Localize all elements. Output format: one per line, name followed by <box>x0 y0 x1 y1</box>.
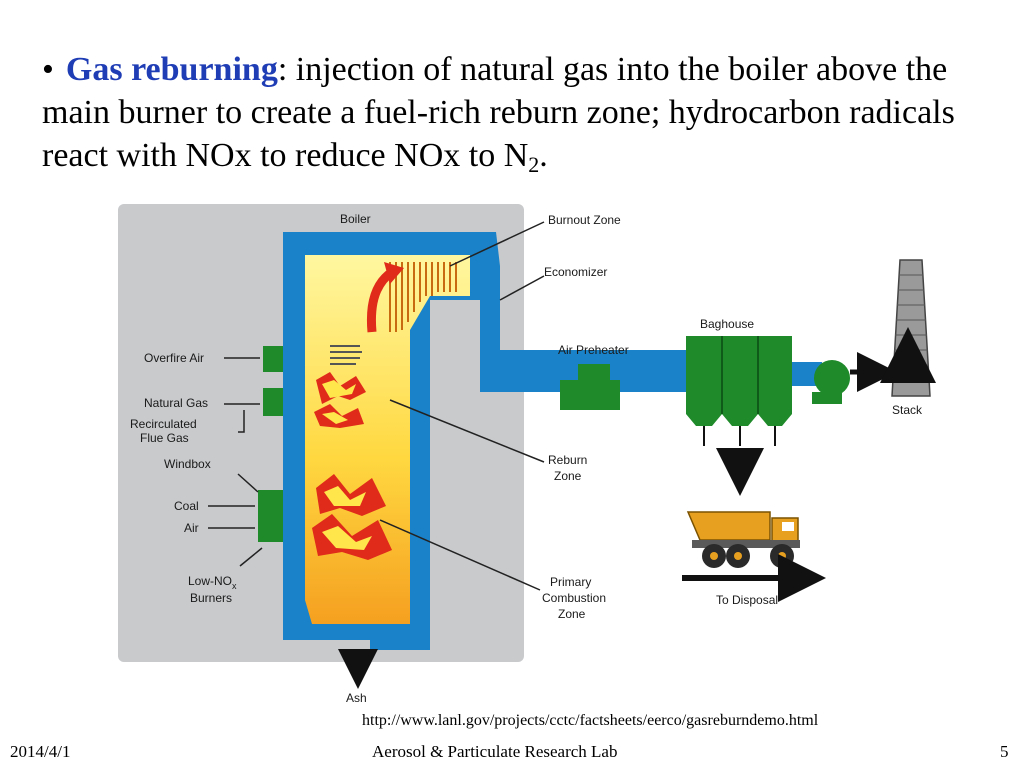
footer-date: 2014/4/1 <box>10 742 71 761</box>
label-economizer: Economizer <box>544 265 607 279</box>
windbox <box>258 490 283 542</box>
footer-page-number: 5 <box>1000 742 1009 761</box>
label-natural-gas: Natural Gas <box>144 396 208 410</box>
label-baghouse: Baghouse <box>700 317 754 331</box>
label-ash: Ash <box>346 691 367 705</box>
label-primary-1: Primary <box>550 575 591 589</box>
baghouse-hoppers <box>686 414 792 426</box>
gas-flow-arrowhead <box>384 262 404 284</box>
label-reburn-1: Reburn <box>548 453 587 467</box>
label-air: Air <box>184 521 199 535</box>
label-primary-3: Zone <box>558 607 586 621</box>
hopper-arrows <box>703 426 776 446</box>
label-boiler: Boiler <box>340 212 371 226</box>
label-recirculated-2: Flue Gas <box>140 431 189 445</box>
label-low-nox-1: Low-NOx <box>188 574 237 591</box>
overfire-air-port <box>263 346 283 372</box>
label-burnout-zone: Burnout Zone <box>548 213 621 227</box>
reburn-flames <box>314 372 366 428</box>
pointer-lines <box>208 221 545 591</box>
natural-gas-port <box>263 388 283 416</box>
source-url: http://www.lanl.gov/projects/cctc/factsh… <box>362 712 819 729</box>
label-windbox: Windbox <box>164 457 211 471</box>
baghouse <box>686 336 792 414</box>
slide-bullet-text: • Gas reburning: injection of natural gas… <box>42 48 992 186</box>
footer-lab-name: Aerosol & Particulate Research Lab <box>372 742 618 761</box>
label-recirculated-1: Recirculated <box>130 417 197 431</box>
label-reburn-2: Zone <box>554 469 582 483</box>
label-primary-2: Combustion <box>542 591 606 605</box>
induced-draft-fan <box>814 360 850 396</box>
fan-base <box>812 392 842 404</box>
overfire-air-lines <box>330 345 362 365</box>
primary-flames <box>312 474 392 560</box>
bullet-text-end: . <box>539 137 548 174</box>
bullet-text-subscript: 2 <box>528 152 540 177</box>
label-low-nox-2: Burners <box>190 591 232 605</box>
label-overfire-air: Overfire Air <box>144 351 204 365</box>
bullet-text-lead: : injection of natural gas into the boil… <box>42 51 955 174</box>
bullet-marker: • <box>42 51 54 88</box>
label-coal: Coal <box>174 499 199 513</box>
label-to-disposal: To Disposal <box>716 593 778 607</box>
bullet-term: Gas reburning <box>65 51 278 88</box>
label-air-preheater: Air Preheater <box>558 343 629 357</box>
label-stack: Stack <box>892 403 923 417</box>
dump-truck-icon <box>686 511 800 568</box>
air-preheater <box>560 364 620 410</box>
